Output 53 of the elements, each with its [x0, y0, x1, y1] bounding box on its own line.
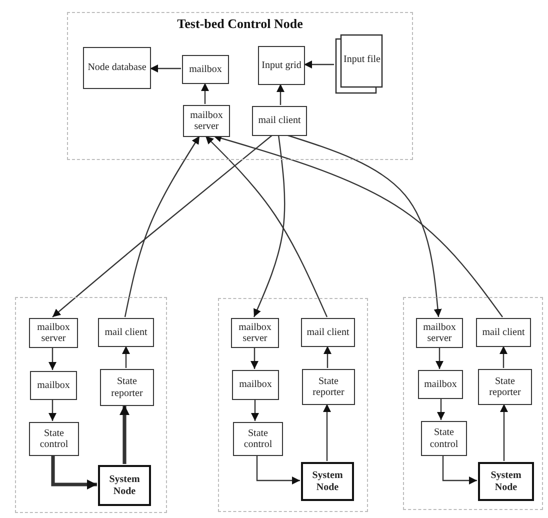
group-heading: Test-bed Control Node [176, 17, 304, 32]
arrow [286, 134, 442, 318]
arrow [48, 399, 56, 421]
arrow [253, 134, 286, 318]
process-box: mailbox server [231, 318, 279, 348]
arrow [250, 347, 258, 369]
process-box: State reporter [302, 369, 355, 405]
process-box: State control [29, 422, 79, 456]
arrow [150, 64, 181, 72]
process-box: State control [233, 422, 283, 456]
dashed-group-box [218, 298, 368, 512]
process-box: State reporter [100, 369, 154, 406]
arrow [120, 405, 130, 464]
arrow [48, 347, 56, 370]
arrow [52, 134, 273, 318]
arrow [442, 455, 477, 484]
process-box: mail client [301, 318, 355, 347]
process-box: mail client [476, 318, 531, 347]
arrow [437, 398, 445, 420]
arrow [251, 399, 259, 421]
arrow [323, 404, 331, 461]
dashed-group-box [15, 297, 167, 513]
process-box: mailbox server [183, 105, 230, 137]
arrow [256, 455, 300, 484]
arrow [436, 347, 444, 369]
arrow [304, 60, 334, 68]
arrow [324, 346, 332, 368]
process-box: mailbox [30, 371, 77, 400]
system-box: System Node [301, 462, 354, 501]
process-box: State reporter [478, 369, 532, 405]
process-box: State control [421, 421, 467, 456]
arrow [205, 136, 328, 318]
arrow [201, 83, 209, 104]
system-box: System Node [98, 465, 151, 506]
process-box: mail client [98, 318, 154, 347]
process-box: mailbox [182, 55, 229, 84]
arrow [500, 346, 508, 368]
process-box: Input grid [258, 46, 305, 85]
arrow [51, 455, 97, 490]
arrow [500, 404, 508, 461]
arrow [276, 84, 284, 105]
dashed-group-box [403, 297, 543, 510]
process-box: Node database [83, 47, 151, 89]
process-box: mailbox server [416, 318, 463, 348]
arrow [122, 346, 130, 368]
process-box: mail client [252, 106, 307, 136]
system-box: System Node [478, 462, 534, 501]
node-label: Input file [344, 54, 380, 66]
process-box: mailbox [418, 370, 463, 399]
process-box: mailbox [232, 370, 279, 400]
arrow [124, 136, 200, 318]
dashed-group-box [67, 12, 413, 160]
process-box: mailbox server [29, 318, 78, 348]
